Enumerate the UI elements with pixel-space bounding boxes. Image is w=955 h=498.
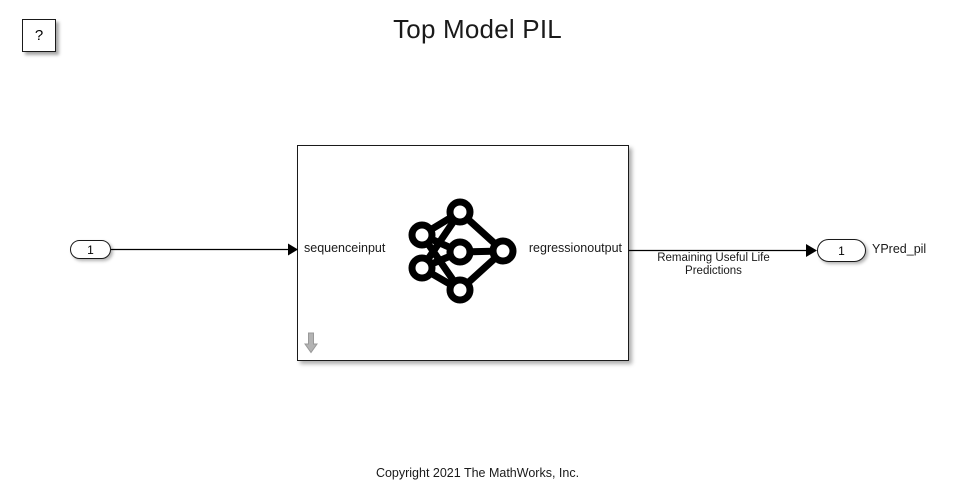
neural-network-icon: [408, 198, 517, 304]
page-title: Top Model PIL: [393, 14, 562, 44]
deep-learning-network-block[interactable]: sequenceinput regressionoutput: [297, 145, 629, 361]
subsystem-down-arrow-icon[interactable]: [304, 332, 318, 354]
question-mark-icon: ?: [34, 27, 44, 44]
block-input-port-label: sequenceinput: [304, 241, 386, 255]
inport-number: 1: [87, 242, 94, 257]
outport-block[interactable]: 1: [817, 239, 866, 262]
block-output-port-label: regressionoutput: [528, 241, 622, 255]
signal-label: Remaining Useful Life Predictions: [641, 252, 786, 278]
copyright-text: Copyright 2021 The MathWorks, Inc.: [375, 466, 580, 480]
signal-label-line-1: Remaining Useful Life: [657, 252, 770, 264]
outport-label: YPred_pil: [872, 242, 927, 256]
signal-line-input: [111, 243, 298, 256]
inport-block[interactable]: 1: [70, 240, 111, 259]
help-annotation-block[interactable]: ?: [22, 19, 56, 52]
outport-number: 1: [838, 243, 845, 258]
signal-label-line-2: Predictions: [685, 265, 742, 277]
